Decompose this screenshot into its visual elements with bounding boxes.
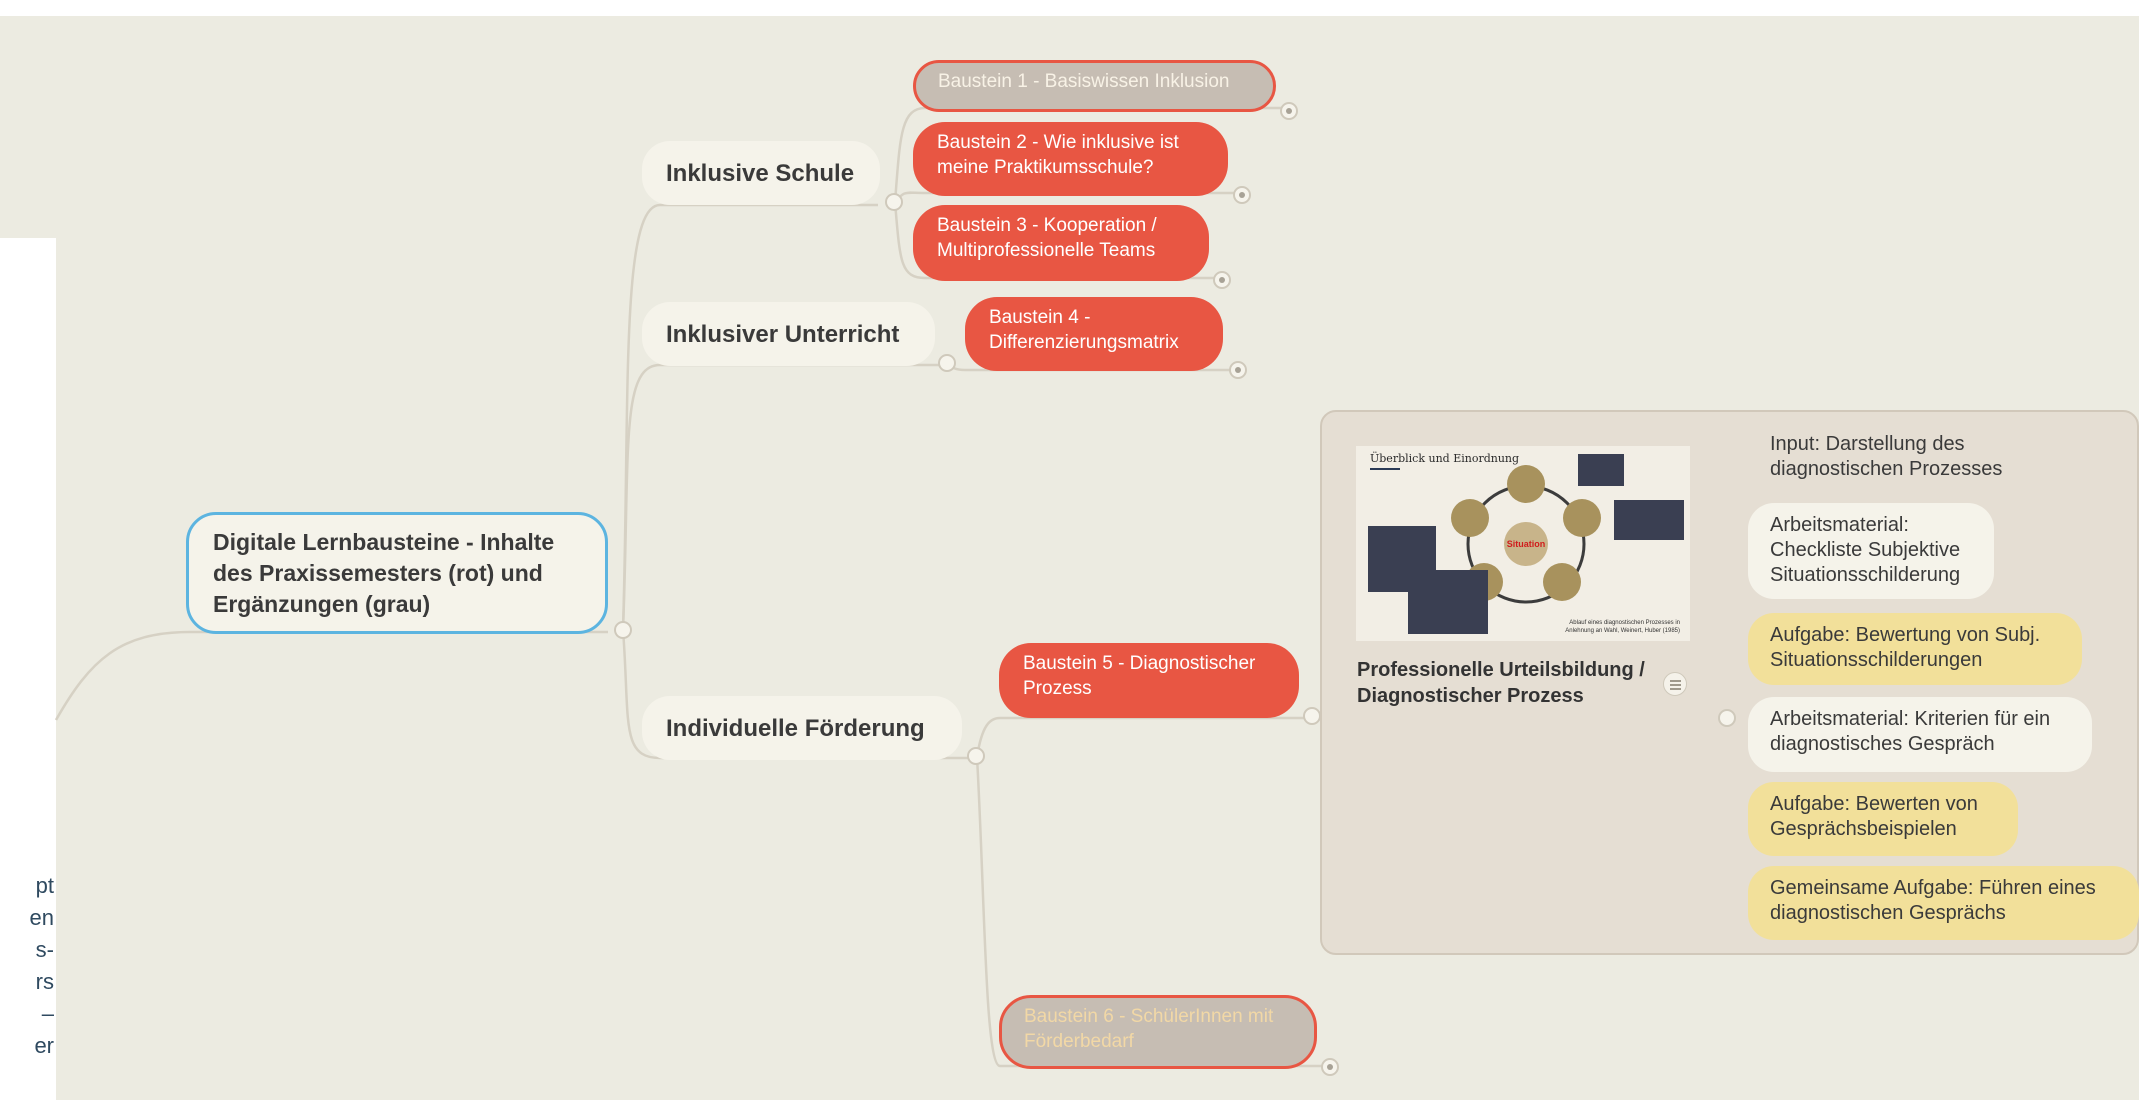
collapse-knob[interactable] (967, 747, 985, 765)
note-icon[interactable] (1663, 672, 1687, 696)
item-aufgabe-bewertung[interactable]: Aufgabe: Bewertung von Subj. Situationss… (1748, 613, 2082, 685)
collapse-knob[interactable] (1321, 1058, 1339, 1076)
image-center-label: Situation (1507, 539, 1546, 549)
image-caption: Ablauf eines diagnostischen Prozesses in… (1565, 620, 1680, 634)
root-collapse-knob[interactable] (614, 621, 632, 639)
left-text-fragment: rs (35, 969, 54, 994)
left-text-fragment: en (29, 905, 54, 930)
left-text-fragment: s- (35, 937, 54, 962)
left-text-fragment: – (41, 1001, 54, 1026)
topic-inklusive-schule[interactable]: Inklusive Schule (642, 141, 880, 205)
left-side-panel: pt en s- rs – er (0, 238, 56, 1100)
topic-individuelle-foerderung[interactable]: Individuelle Förderung (642, 696, 962, 760)
collapse-knob[interactable] (1280, 102, 1298, 120)
collapse-knob[interactable] (938, 354, 956, 372)
collapse-knob[interactable] (1718, 709, 1736, 727)
item-arbeitsmaterial-kriterien[interactable]: Arbeitsmaterial: Kriterien für ein diagn… (1748, 697, 2092, 772)
baustein-6[interactable]: Baustein 6 - SchülerInnen mit Förderbeda… (999, 995, 1317, 1069)
item-input[interactable]: Input: Darstellung des diagnostischen Pr… (1770, 433, 2003, 480)
collapse-knob[interactable] (1233, 186, 1251, 204)
collapse-knob[interactable] (885, 193, 903, 211)
collapse-knob[interactable] (1303, 707, 1321, 725)
baustein-3[interactable]: Baustein 3 - Kooperation / Multiprofessi… (913, 205, 1209, 281)
image-rule (1370, 468, 1400, 470)
collapse-knob[interactable] (1229, 361, 1247, 379)
process-cycle-graphic: Situation (1368, 454, 1684, 634)
baustein-1[interactable]: Baustein 1 - Basiswissen Inklusion (913, 60, 1276, 112)
left-text-fragment: pt (35, 873, 54, 898)
baustein-4[interactable]: Baustein 4 - Differenzierungsmatrix (965, 297, 1223, 371)
item-aufgabe-bewerten[interactable]: Aufgabe: Bewerten von Gesprächsbeispiele… (1748, 782, 2018, 856)
top-band (0, 0, 2139, 16)
baustein-5[interactable]: Baustein 5 - Diagnostischer Prozess (999, 643, 1299, 718)
collapse-knob[interactable] (1213, 271, 1231, 289)
item-gemeinsame-aufgabe[interactable]: Gemeinsame Aufgabe: Führen eines diagnos… (1748, 866, 2139, 940)
left-text-fragment: er (34, 1033, 54, 1058)
diagnostic-process-image: Überblick und Einordnung Situation Ablau… (1356, 446, 1690, 641)
diagnostic-topic-title[interactable]: Professionelle Urteilsbildung / Diagnost… (1357, 659, 1645, 707)
root-topic[interactable]: Digitale Lernbausteine - Inhalte des Pra… (186, 512, 608, 634)
item-arbeitsmaterial-checkliste[interactable]: Arbeitsmaterial: Checkliste Subjektive S… (1748, 503, 1994, 599)
image-heading: Überblick und Einordnung (1370, 452, 1520, 465)
topic-inklusiver-unterricht[interactable]: Inklusiver Unterricht (642, 302, 935, 366)
baustein-2[interactable]: Baustein 2 - Wie inklusive ist meine Pra… (913, 122, 1228, 196)
